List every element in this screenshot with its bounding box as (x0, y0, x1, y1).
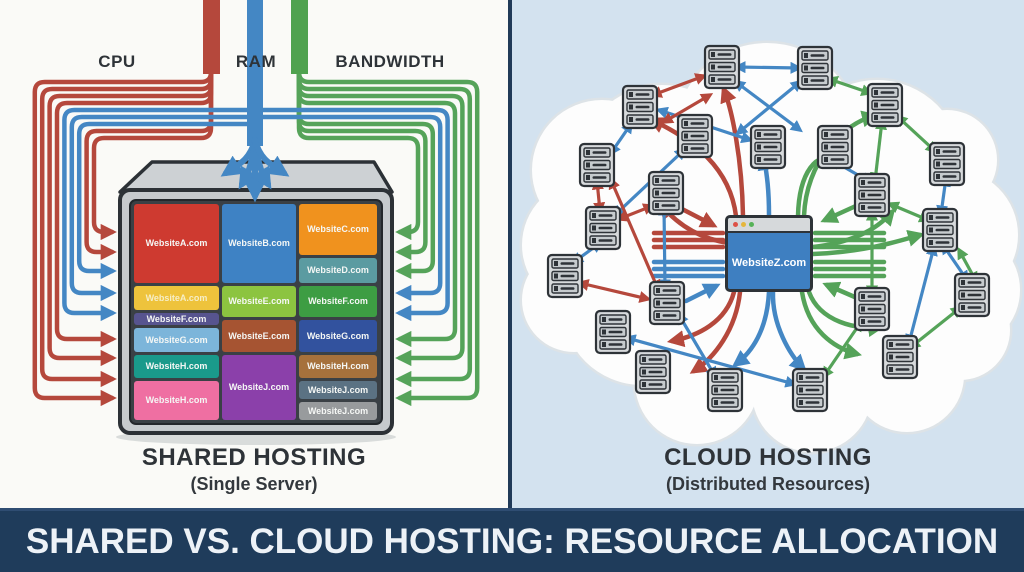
window-dot-yellow (741, 222, 746, 227)
bandwidth-label: BANDWIDTH (335, 52, 445, 71)
server-icon (634, 349, 672, 395)
server-link-arrow (576, 279, 652, 303)
server-link-arrow (608, 176, 661, 293)
website-cell: WebsiteJ.com (299, 402, 377, 420)
website-cell: WebsiteD.com (299, 258, 377, 283)
left-resource-line (69, 114, 252, 302)
server-icon (703, 44, 741, 90)
website-cell: WebsiteH.com (299, 355, 377, 378)
server-link-arrow (649, 73, 708, 98)
server-link-arrow (821, 318, 864, 380)
server-icon (584, 205, 622, 251)
server-icon (578, 142, 616, 188)
server-icon (676, 113, 714, 159)
server-link-arrow (895, 114, 938, 154)
server-icon (816, 124, 854, 170)
left-resource-line (91, 47, 214, 241)
window-dot-green (749, 222, 754, 227)
cpu-label: CPU (98, 52, 136, 71)
right-resource-line (258, 114, 443, 302)
server-link-arrow (615, 203, 656, 222)
website-cell: WebsiteE.com (222, 320, 296, 352)
ram-pipe (247, 0, 263, 146)
server-icon (749, 124, 787, 170)
server-icon (921, 207, 959, 253)
website-cell: WebsiteF.com (134, 313, 219, 325)
website-cell: WebsiteF.com (299, 286, 377, 317)
website-cell: WebsiteG.com (299, 320, 377, 352)
server-icon (953, 272, 991, 318)
server-link-arrow (660, 93, 714, 124)
banner: SHARED VS. CLOUD HOSTING: RESOURCE ALLOC… (0, 508, 1024, 572)
ram-label: RAM (235, 52, 277, 71)
website-cell: WebsiteJ.com (299, 381, 377, 399)
server-link-arrow (825, 75, 874, 97)
server-icon (853, 172, 891, 218)
left-resource-line (32, 47, 214, 407)
cpu-pipe (203, 0, 220, 74)
server-icon (791, 367, 829, 413)
cloud-caption: CLOUD HOSTING (Distributed Resources) (512, 444, 1024, 495)
server-icon (853, 286, 891, 332)
server-icon (706, 367, 744, 413)
server-icon (648, 280, 686, 326)
shared-hosting-subtitle: (Single Server) (190, 474, 318, 494)
server-icon (796, 45, 834, 91)
server-link-arrow (623, 334, 798, 388)
cloud-hosting-title: CLOUD HOSTING (664, 444, 872, 471)
server-icon (647, 170, 685, 216)
server-link-arrow (733, 61, 803, 74)
right-resource-line (296, 47, 465, 367)
website-cell: WebsiteE.com (222, 286, 296, 317)
bandwidth-pipe (291, 0, 308, 74)
browser-titlebar (728, 218, 810, 233)
shared-hosting-title: SHARED HOSTING (141, 444, 367, 471)
right-resource-line (296, 47, 436, 280)
website-cell: WebsiteJ.com (222, 355, 296, 420)
left-resource-line (62, 107, 252, 322)
websitez-label: WebsiteZ.com (731, 256, 807, 269)
server-link-arrow (886, 201, 932, 223)
left-resource-line (54, 47, 214, 348)
left-resource-line (47, 47, 214, 367)
server-icon (928, 141, 966, 187)
shared-caption: SHARED HOSTING (Single Server) (0, 444, 508, 495)
right-resource-line (296, 47, 458, 348)
server-icon (546, 253, 584, 299)
ram-fan-arrows (220, 137, 290, 203)
right-resource-line (296, 47, 428, 261)
banner-text: SHARED VS. CLOUD HOSTING: RESOURCE ALLOC… (25, 521, 999, 561)
resource-lines (32, 47, 480, 407)
website-cell: WebsiteC.com (299, 204, 377, 255)
server-link-arrow (658, 203, 671, 292)
resource-pipes (203, 0, 308, 146)
right-resource-line (296, 47, 480, 407)
website-cell: WebsiteB.com (222, 204, 296, 283)
server-link-arrow (869, 117, 888, 185)
server-nodes (546, 44, 991, 413)
left-resource-line (39, 47, 214, 388)
cloud-hosting-subtitle: (Distributed Resources) (665, 474, 871, 494)
server-link-arrow (908, 305, 963, 350)
window-dot-red (733, 222, 738, 227)
server-icon (881, 334, 919, 380)
cloud-hosting-panel: WebsiteZ.com CLOUD HOSTING (Distributed … (512, 0, 1024, 508)
left-resource-line (84, 47, 214, 261)
right-resource-line (296, 47, 473, 388)
right-resource-line (258, 107, 450, 322)
server-icon (866, 82, 904, 128)
website-cell: WebsiteA.com (134, 286, 219, 310)
left-resource-line (76, 121, 252, 280)
right-resource-line (296, 47, 421, 241)
website-cell: WebsiteG.com (134, 328, 219, 352)
server-icon (594, 309, 632, 355)
server-icon (621, 84, 659, 130)
website-cell: WebsiteH.com (134, 381, 219, 420)
website-cell: WebsiteA.com (134, 204, 219, 283)
browser-window: WebsiteZ.com (725, 215, 813, 292)
website-cell: WebsiteH.com (134, 355, 219, 378)
